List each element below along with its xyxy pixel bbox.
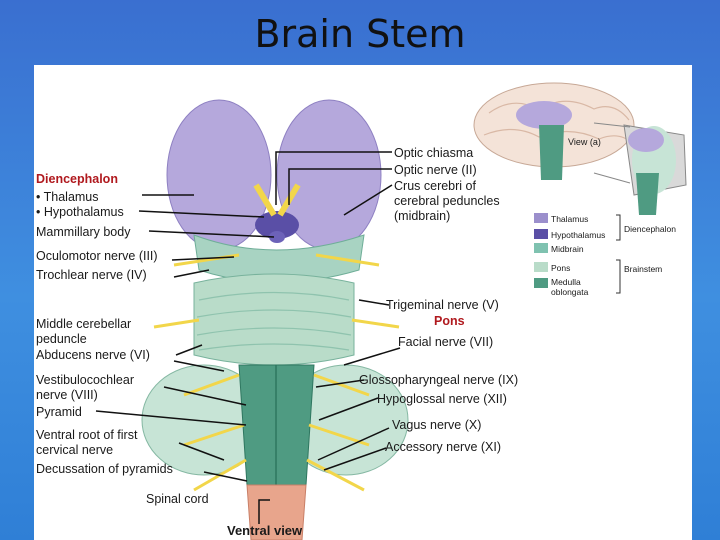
label-trochlear: Trochlear nerve (IV): [36, 268, 147, 282]
key-swatch-pons: [534, 262, 548, 272]
label-thalamus: • Thalamus: [36, 190, 99, 204]
key-swatch-hypothalamus: [534, 229, 548, 239]
label-crus-cerebri: Crus cerebri of cerebral peduncles (midb…: [394, 179, 500, 223]
key-label-hypothalamus: Hypothalamus: [551, 230, 606, 240]
hypothalamus-region: [255, 211, 299, 239]
key-label-medulla: Medulla oblongata: [551, 277, 589, 297]
key-swatch-medulla: [534, 278, 548, 288]
label-pyramid: Pyramid: [36, 405, 82, 419]
diagram-panel: Diencephalon • Thalamus • Hypothalamus M…: [34, 65, 692, 540]
label-abducens: Abducens nerve (VI): [36, 348, 150, 362]
label-diencephalon: Diencephalon: [36, 172, 118, 186]
leader-lines: [95, 151, 401, 524]
mammillary-body: [269, 231, 285, 243]
label-vestibulocochlear: Vestibulocochlear nerve (VIII): [36, 373, 134, 402]
key-swatch-midbrain: [534, 243, 548, 253]
key-group-brainstem: Brainstem: [624, 264, 663, 274]
label-oculomotor: Oculomotor nerve (III): [36, 249, 158, 263]
label-ventral-view: Ventral view: [227, 523, 303, 538]
label-glossopharyngeal: Glossopharyngeal nerve (IX): [359, 373, 519, 387]
label-middle-cerebellar: Middle cerebellar peduncle: [36, 317, 132, 346]
pons-shape: [193, 273, 355, 366]
spinal-cord-shape: [246, 484, 307, 540]
inset-brain: [473, 82, 687, 215]
label-mammillary-body: Mammillary body: [36, 225, 131, 239]
label-vagus: Vagus nerve (X): [392, 418, 482, 432]
label-hypothalamus: • Hypothalamus: [36, 205, 124, 219]
label-ventral-root: Ventral root of first cervical nerve: [36, 428, 138, 457]
label-facial: Facial nerve (VII): [398, 335, 494, 349]
key-label-thalamus: Thalamus: [551, 214, 589, 224]
key-swatch-thalamus: [534, 213, 548, 223]
key-label-midbrain: Midbrain: [551, 244, 584, 254]
key-label-pons: Pons: [551, 263, 571, 273]
brainstem-illustration: [95, 82, 687, 540]
label-hypoglossal: Hypoglossal nerve (XII): [377, 392, 507, 406]
key-group-diencephalon: Diencephalon: [624, 224, 676, 234]
label-pons: Pons: [434, 314, 465, 328]
slide-title: Brain Stem: [254, 12, 466, 56]
label-spinal-cord: Spinal cord: [146, 492, 209, 506]
label-optic-nerve: Optic nerve (II): [394, 163, 477, 177]
label-optic-chiasma: Optic chiasma: [394, 146, 474, 160]
label-decussation: Decussation of pyramids: [36, 462, 173, 476]
label-trigeminal: Trigeminal nerve (V): [386, 298, 499, 312]
inset-view-label: View (a): [568, 137, 601, 147]
label-accessory: Accessory nerve (XI): [385, 440, 502, 454]
key-brackets: [616, 214, 621, 294]
